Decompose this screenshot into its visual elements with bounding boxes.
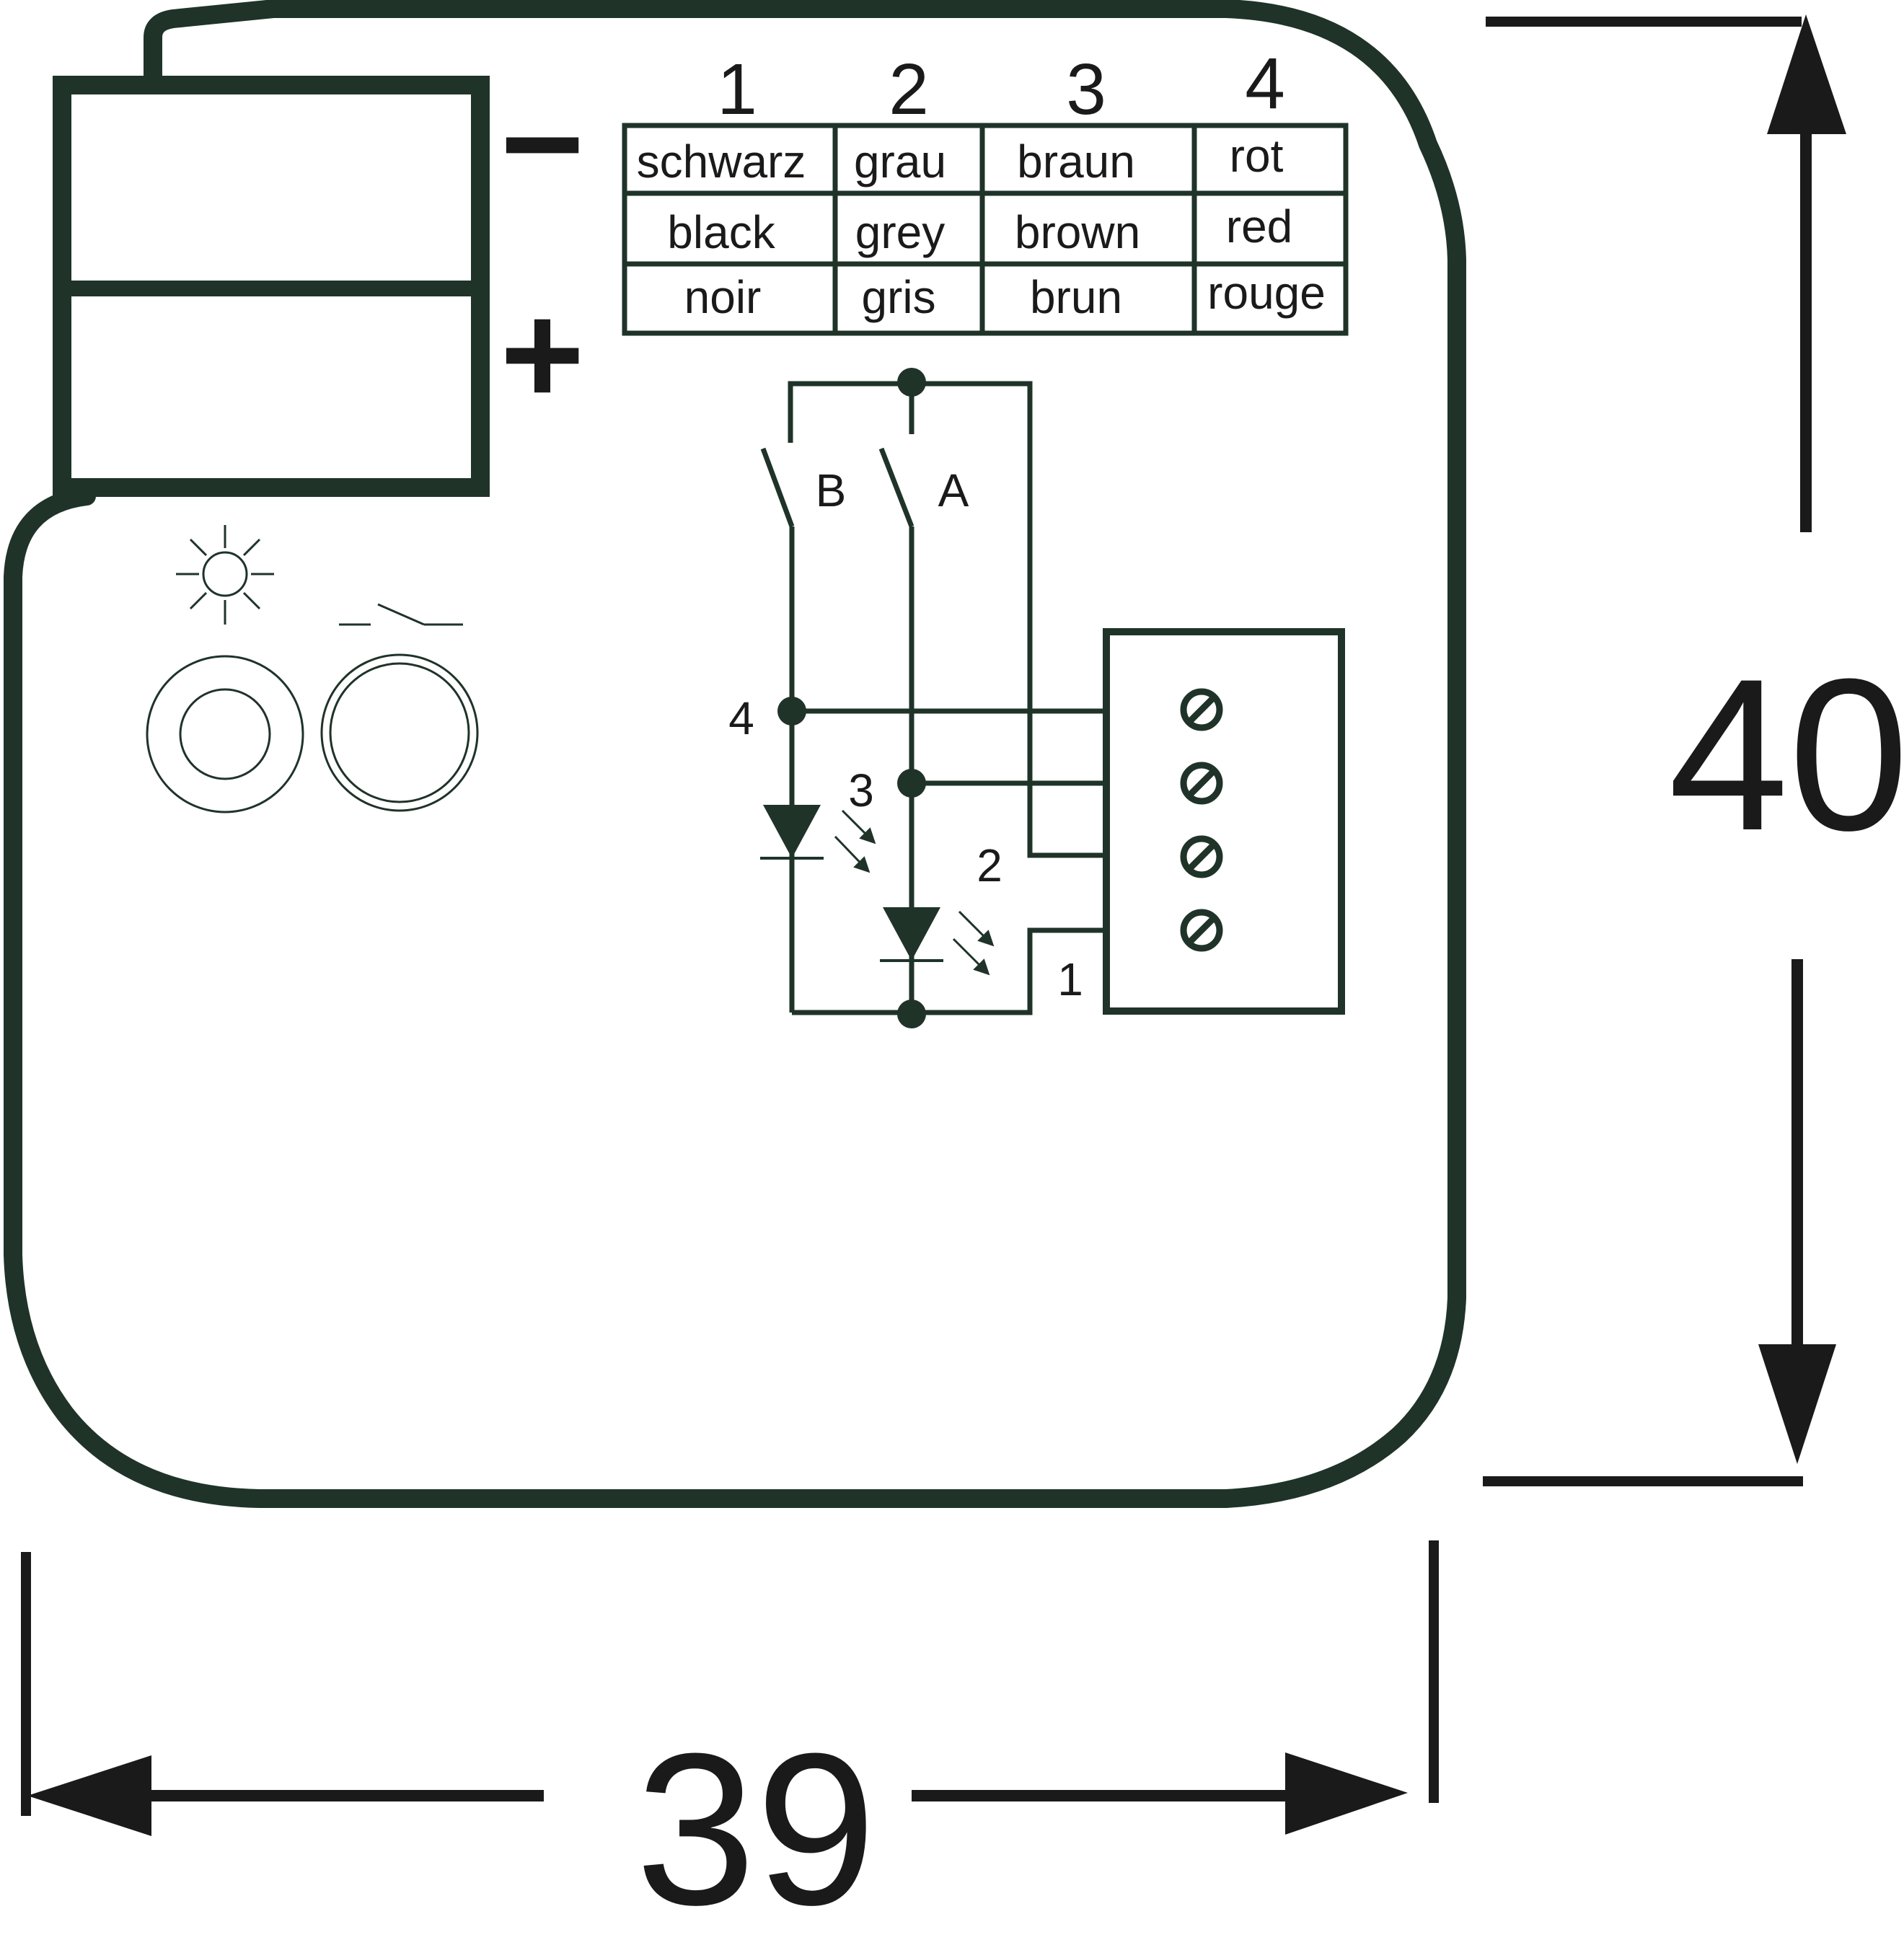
node-label-1: 1 (1057, 953, 1083, 1005)
column-number-3: 3 (1066, 49, 1106, 130)
connector-block (53, 76, 490, 497)
junction-node-3 (897, 769, 926, 798)
cell-red: red (1226, 200, 1293, 252)
dimension-arrow-icon (1758, 1344, 1836, 1464)
node-label-2: 2 (977, 839, 1002, 891)
dimension-arrow-icon (1767, 14, 1846, 134)
switch-a-label: A (938, 464, 969, 516)
dimension-arrow-icon (27, 1755, 151, 1836)
terminal-screw-icon (1180, 762, 1223, 805)
cell-brown: brown (1015, 206, 1140, 258)
terminal-block (1103, 628, 1345, 1015)
cell-braun: braun (1017, 136, 1135, 188)
dimension-arrow-icon (1285, 1752, 1408, 1835)
circuit-wiring (760, 381, 1106, 1015)
led-ring-icon (146, 655, 304, 813)
cell-rot: rot (1230, 130, 1284, 182)
height-value: 40 (1668, 633, 1904, 876)
minus-sign: − (501, 63, 585, 224)
switch-icon (339, 603, 463, 626)
led-diode-icon (880, 907, 995, 976)
cell-gris: gris (861, 271, 935, 323)
junction-node-4 (777, 697, 806, 725)
terminal-screw-icon (1180, 688, 1223, 731)
terminal-screw-icon (1180, 909, 1223, 952)
light-icon (176, 525, 274, 625)
junction-bottom (897, 1000, 926, 1028)
cell-noir: noir (684, 271, 762, 323)
width-value: 39 (635, 1708, 876, 1945)
junction-dots (777, 368, 926, 1028)
cell-rouge: rouge (1207, 267, 1326, 319)
width-dimension: 39 (21, 1540, 1439, 1945)
column-number-2: 2 (889, 49, 929, 130)
junction-top (897, 368, 926, 397)
cell-grau: grau (854, 136, 946, 188)
button-ring-icon (320, 653, 479, 812)
led-diode-icon (760, 805, 876, 873)
height-dimension: 40 (1483, 14, 1904, 1486)
cell-black: black (667, 206, 775, 258)
cell-schwarz: schwarz (637, 136, 806, 188)
column-number-1: 1 (717, 49, 757, 130)
plus-sign: + (501, 274, 585, 435)
switch-b-label: B (816, 464, 847, 516)
terminal-screw-icon (1180, 835, 1223, 878)
wire-color-table: 1 2 3 4 schwarz grau braun rot black gre… (622, 43, 1349, 336)
cell-brun: brun (1030, 271, 1122, 323)
node-label-4: 4 (728, 692, 754, 744)
cell-grey: grey (855, 206, 946, 258)
node-label-3: 3 (848, 764, 874, 816)
column-number-4: 4 (1245, 43, 1285, 124)
device-housing (4, 0, 1466, 1508)
